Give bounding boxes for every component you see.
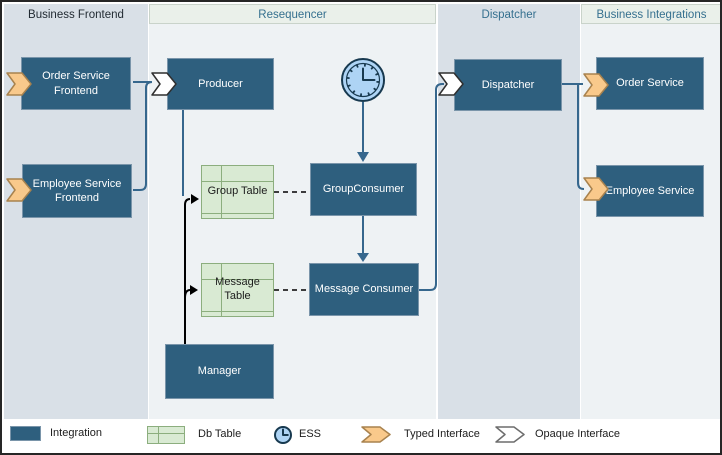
legend-ess-clock-icon	[274, 426, 292, 444]
lane-header-resequencer	[149, 4, 436, 24]
edge-manager-to-group-table	[184, 198, 191, 344]
db-table-group: Group Table	[201, 165, 274, 219]
legend-db-table-swatch	[147, 426, 185, 444]
legend-opaque-interface-label: Opaque Interface	[535, 428, 621, 440]
typed-interface-icon-order-service	[583, 73, 609, 97]
lane-header-business-integrations	[581, 4, 720, 24]
arrowhead-message-table	[190, 285, 198, 295]
typed-interface-icon-employee-service	[583, 177, 609, 201]
node-employee-service-frontend: Employee Service Frontend	[22, 164, 132, 218]
typed-interface-icon-employee-frontend	[6, 178, 32, 202]
table-column-divider	[158, 427, 159, 443]
node-order-service: Order Service	[596, 57, 704, 110]
lane-title-dispatcher: Dispatcher	[481, 9, 537, 21]
legend-integration-swatch	[10, 426, 41, 441]
ess-clock-icon	[341, 58, 385, 102]
arrowhead-messageconsumer	[357, 253, 369, 262]
lane-title-business-frontend: Business Frontend	[28, 9, 124, 21]
arrowhead-group-table	[191, 194, 199, 204]
legend-db-table-label: Db Table	[198, 428, 242, 440]
db-table-message-label: Message Table	[215, 276, 260, 302]
table-column-divider	[221, 264, 222, 316]
lane-title-business-integrations: Business Integrations	[596, 9, 707, 21]
edge-employee-frontend-to-producer	[133, 81, 153, 191]
node-order-service-frontend: Order Service Frontend	[21, 57, 131, 110]
node-manager: Manager	[165, 344, 274, 399]
node-dispatcher: Dispatcher	[454, 59, 562, 111]
db-table-group-label: Group Table	[207, 185, 268, 198]
node-groupconsumer: GroupConsumer	[310, 163, 417, 216]
table-footer-divider	[202, 311, 273, 312]
table-footer-divider	[202, 213, 273, 214]
edge-dispatcher-to-employee-service	[577, 84, 585, 190]
lane-title-resequencer: Resequencer	[258, 9, 327, 21]
node-employee-service: Employee Service	[596, 165, 704, 217]
table-header-divider	[148, 433, 184, 434]
arrowhead-groupconsumer	[357, 152, 369, 162]
typed-interface-icon-order-frontend	[6, 72, 32, 96]
node-producer: Producer	[167, 58, 274, 110]
db-table-message: Message Table	[201, 263, 274, 317]
legend-typed-interface-icon	[361, 426, 391, 443]
opaque-interface-icon-producer	[151, 72, 177, 96]
legend-ess-label: ESS	[299, 428, 322, 440]
node-message-consumer: Message Consumer	[309, 263, 419, 316]
legend-opaque-interface-icon	[495, 426, 525, 443]
legend-integration-label: Integration	[50, 427, 102, 439]
legend-typed-interface-label: Typed Interface	[404, 428, 480, 440]
table-header-divider	[202, 181, 273, 182]
table-header-divider	[202, 279, 273, 280]
edge-messageconsumer-to-dispatcher	[419, 83, 444, 291]
table-column-divider	[221, 166, 222, 218]
opaque-interface-icon-dispatcher	[438, 72, 464, 96]
edge-manager-to-message-table	[184, 289, 191, 299]
